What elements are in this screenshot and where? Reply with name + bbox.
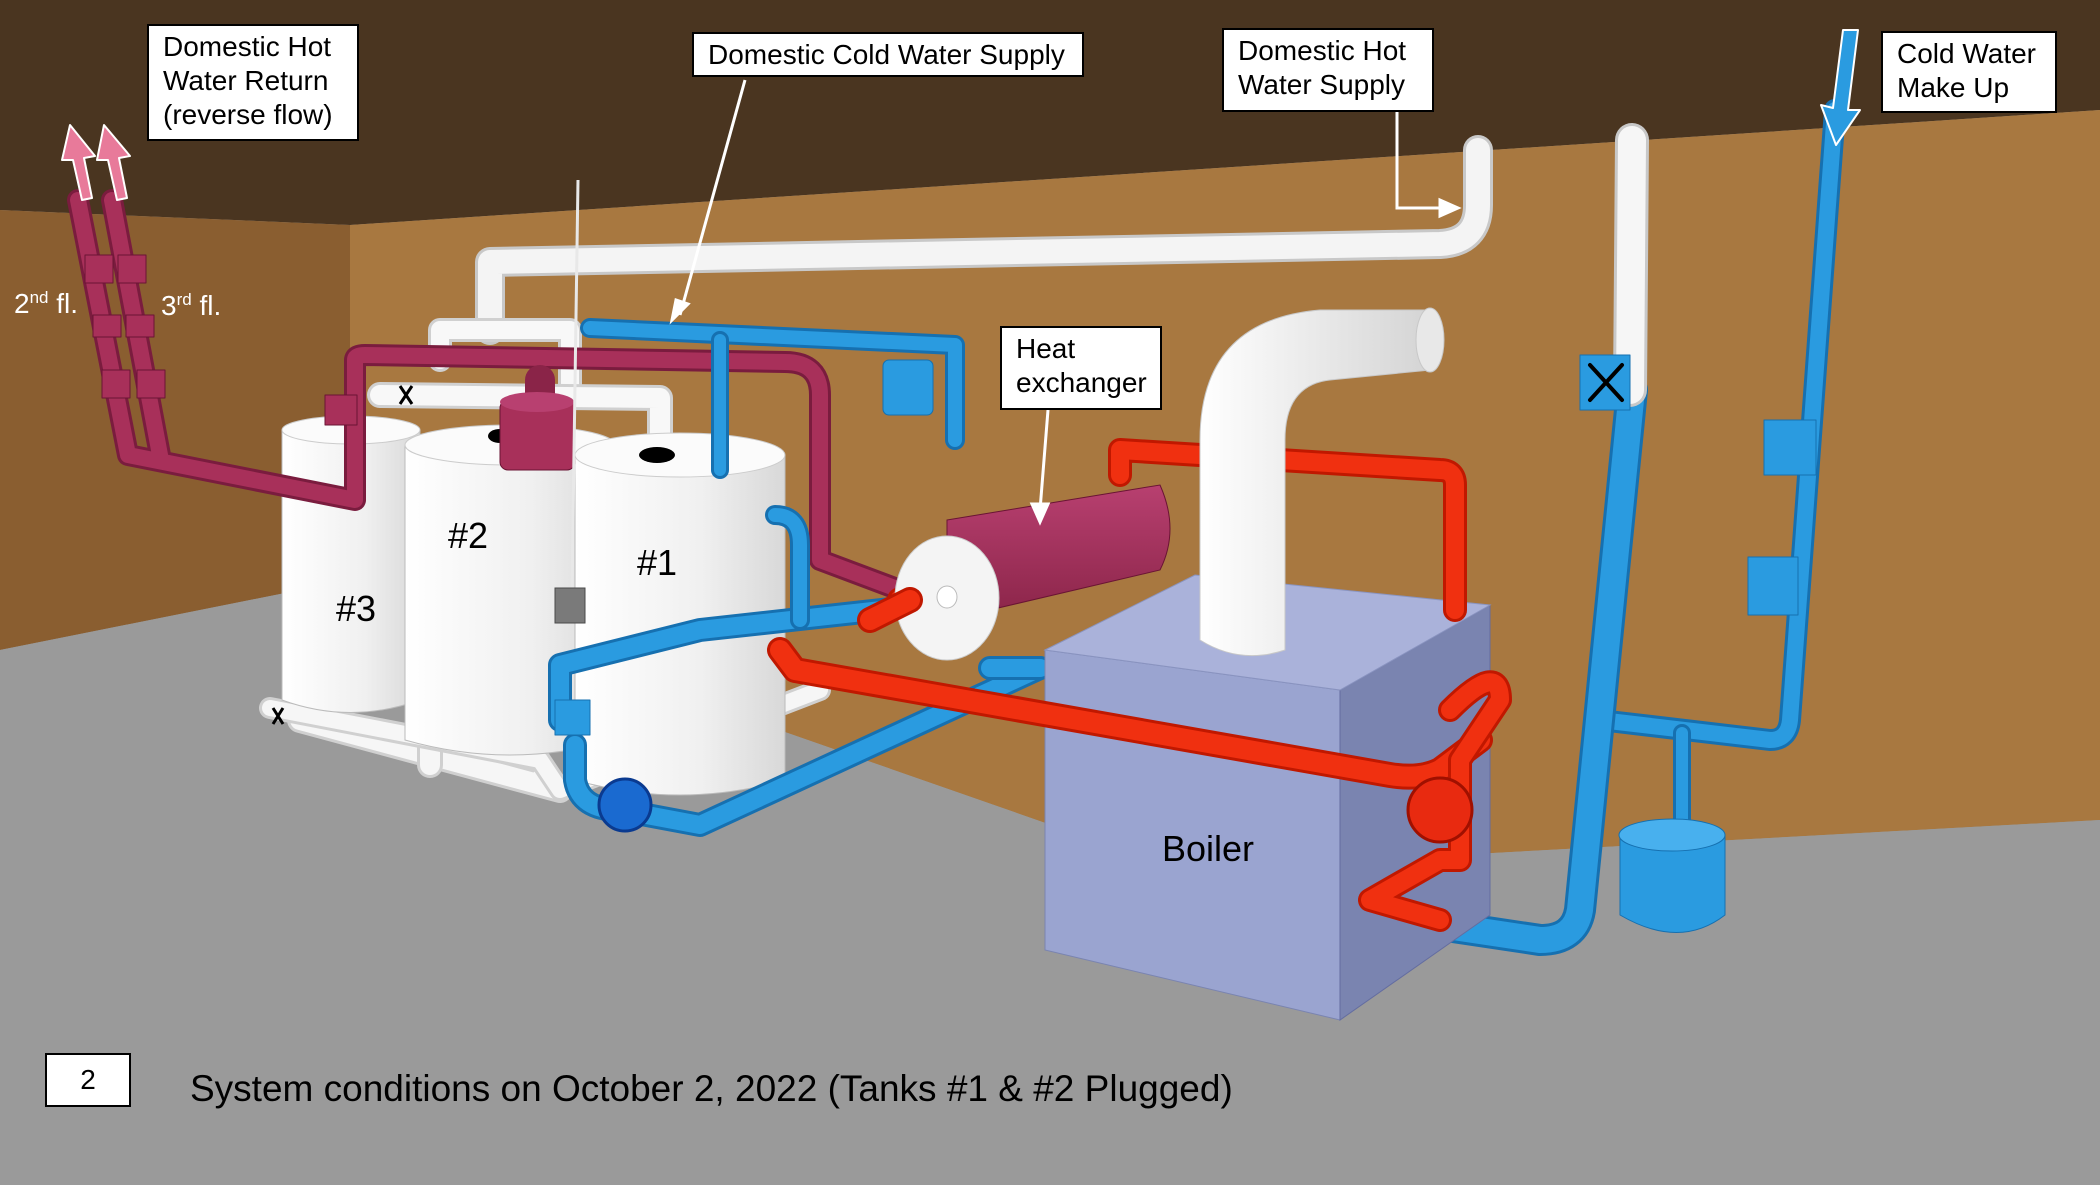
return-arrow-2nd-floor [61, 124, 96, 201]
floor-3-number: 3 [161, 290, 177, 321]
callout-heat-exchanger-line-2: exchanger [1016, 367, 1147, 398]
return-arrow-3rd-floor [96, 124, 131, 201]
boiler-pump [1406, 776, 1474, 844]
callout-cold-water-supply: Domestic Cold Water Supply [692, 32, 1084, 77]
floor-label-2nd: 2nd fl. [14, 283, 78, 319]
callout-cold-water-makeup: Cold Water Make Up [1881, 31, 2057, 113]
callout-heat-exchanger: Heat exchanger [1000, 326, 1162, 410]
callout-cold-water-makeup-line-2: Make Up [1897, 72, 2010, 103]
heat-exchanger-leader [1038, 409, 1050, 511]
ceiling-back-wall [0, 0, 2100, 225]
callout-heat-exchanger-line-1: Heat [1016, 333, 1076, 364]
callout-cold-water-makeup-line-1: Cold Water [1897, 38, 2037, 69]
tank-1-label: #1 [637, 542, 678, 583]
tank-2-label: #2 [448, 515, 489, 556]
callout-leaders [669, 79, 1462, 526]
callout-hot-water-supply-line-1: Domestic Hot [1238, 35, 1407, 66]
slide-caption: System conditions on October 2, 2022 (Ta… [190, 1068, 1233, 1109]
callout-hot-water-return-line-1: Domestic Hot [163, 31, 332, 62]
floor-2-suffix: fl. [48, 288, 79, 319]
makeup-tank [1619, 834, 1726, 933]
callout-hot-water-supply-line-2: Water Supply [1238, 69, 1406, 100]
heat-exchanger [857, 484, 1171, 661]
cold-expansion-tank [882, 359, 934, 416]
slide-number: 2 [45, 1053, 131, 1107]
cold-water-supply-leader [678, 79, 747, 316]
floor-3-suffix-sup: rd [176, 290, 192, 309]
cold-water-makeup-pipe [1589, 29, 1861, 933]
left-wall [0, 210, 350, 650]
callout-hot-water-return-line-3: (reverse flow) [163, 99, 333, 130]
makeup-arrow [1820, 29, 1861, 146]
flue-pipe [1199, 307, 1445, 657]
floor-3-suffix: fl. [191, 290, 222, 321]
callout-cold-water-supply-text: Domestic Cold Water Supply [708, 39, 1065, 70]
hot-water-supply-pipe [259, 135, 1493, 803]
boiler-loop-pipe [767, 438, 1512, 932]
floor-2-number: 2 [14, 288, 30, 319]
tank-3-label: #3 [336, 588, 377, 629]
closed-valve-marks [271, 385, 414, 725]
callout-hot-water-supply: Domestic Hot Water Supply [1222, 28, 1434, 112]
callout-hot-water-return: Domestic Hot Water Return (reverse flow) [147, 24, 359, 141]
floor-2-suffix-sup: nd [29, 288, 49, 307]
boiler-label: Boiler [1162, 828, 1255, 869]
sensor [554, 179, 586, 624]
circulator-pump [597, 777, 653, 833]
floor-label-3rd: 3rd fl. [161, 285, 221, 321]
callout-hot-water-return-line-2: Water Return [163, 65, 329, 96]
hot-water-supply-leader [1395, 112, 1445, 210]
shutoff-valve-x [1588, 363, 1624, 402]
boiler-feed-pipe [1424, 123, 1649, 956]
